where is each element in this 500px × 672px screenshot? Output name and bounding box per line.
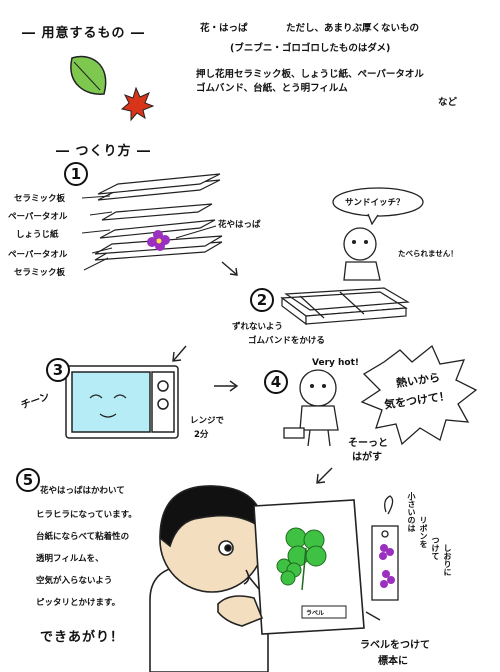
materials-flowers-note: ただし、あまりぶ厚くないもの (286, 23, 420, 34)
bookmark-text-2: リボンを (419, 516, 428, 548)
not-edible-text: たべられません！ (398, 249, 458, 258)
step1-number: 1 (64, 162, 88, 186)
microwave-illustration (65, 365, 179, 439)
layer-4-label: ペーパータオル (8, 250, 68, 260)
materials-warning: (ブニブニ・ゴロゴロしたものはダメ) (230, 43, 391, 54)
layer-2-label: ペーパータオル (8, 212, 68, 222)
maple-leaf-icon (120, 86, 155, 122)
flower-label: 花やはっぱ (218, 220, 261, 230)
step2-caption-2: ゴムバンドをかける (248, 336, 325, 346)
step3-caption-2: 2分 (194, 430, 209, 440)
materials-flowers: 花・はっぱ (200, 23, 248, 34)
sandwich-speech: サンドイッチ？ (345, 198, 405, 208)
arrow-icon-4 (317, 467, 333, 483)
materials-list-2: ゴムバンド、台紙、とう明フィルム (196, 83, 348, 94)
hand-illustration (217, 595, 264, 627)
step3-caption-1: レンジで (190, 416, 225, 426)
step5-line-6: ピッタリとかけます。 (36, 598, 121, 608)
layer-1-label: セラミック板 (14, 194, 66, 204)
done-text: できあがり！ (40, 630, 125, 645)
step5-line-4: 透明フィルムを、 (36, 554, 104, 564)
step3-number: 3 (46, 358, 70, 382)
specimen-card (253, 499, 365, 635)
step5-line-3: 台紙にならべて粘着性の (36, 532, 130, 542)
character-step4 (283, 369, 339, 447)
materials-etc: など (438, 97, 458, 108)
layer-5-label: セラミック板 (14, 268, 66, 278)
bookmark-text-1: 小さいのは (407, 492, 416, 532)
step2-number: 2 (250, 288, 274, 312)
materials-list-1: 押し花用セラミック板、しょうじ紙、ペーパータオル (196, 69, 424, 80)
green-leaf-icon (70, 55, 107, 95)
violet-flower-icon (147, 230, 170, 251)
step2-caption-1: ずれないよう (232, 322, 283, 332)
banded-stack-illustration (280, 287, 410, 326)
warning-burst (360, 344, 478, 446)
label-caption-1: ラベルをつけて (360, 640, 430, 651)
howto-heading: ― つくり方 ― (56, 144, 152, 159)
arrow-icon-2 (173, 345, 187, 361)
clover-icon (276, 527, 327, 591)
step4-caption-1: そーっと (348, 438, 388, 449)
step5-line-2: ヒラヒラになっています。 (36, 510, 137, 520)
boy-illustration (149, 485, 269, 672)
step5-line-1: 花やはっぱはかわいて (40, 486, 125, 496)
step4-caption-2: はがす (352, 452, 382, 463)
bookmark-flower-icon (379, 544, 395, 588)
bookmark-text-3: つけて (431, 536, 440, 560)
arrow-icon-5 (365, 611, 381, 621)
step4-number: 4 (264, 370, 288, 394)
pointer-lines (81, 195, 217, 271)
step5-line-5: 空気が入らないよう (36, 576, 113, 586)
step5-number: 5 (16, 468, 40, 492)
materials-heading: ― 用意するもの ― (22, 26, 146, 41)
layer-3-label: しょうじ紙 (16, 230, 59, 240)
card-label: ラベル (306, 610, 325, 617)
character-small (343, 227, 381, 281)
label-caption-2: 標本に (378, 656, 408, 667)
very-hot-speech: Very hot! (312, 358, 360, 368)
arrow-icon (221, 261, 237, 275)
bookmark-text-4: しおりに (443, 544, 452, 576)
